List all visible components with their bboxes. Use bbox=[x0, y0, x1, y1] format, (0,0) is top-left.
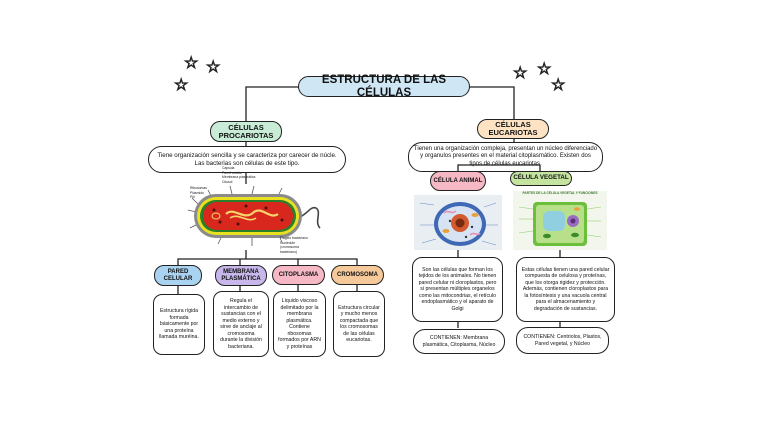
label-pared-celular: Pared celular bbox=[222, 170, 242, 175]
part-membrana-plasmatica: MEMBRANA PLASMÁTICA bbox=[215, 265, 267, 286]
label-cromosoma-2: bacteriano) bbox=[280, 249, 297, 254]
label-nucleoide: Nucleoide bbox=[280, 240, 296, 245]
bacteria-labels-left-lower: Ribosomas Plásmido Pili bbox=[190, 186, 230, 200]
bacteria-illustration bbox=[182, 178, 324, 252]
label-cromosoma-1: (cromosoma bbox=[280, 245, 299, 250]
celula-vegetal-contains: CONTIENEN: Centriolos, Plastos, Pared ve… bbox=[516, 327, 609, 354]
citoplasma-description: Líquido viscoso delimitado por la membra… bbox=[273, 291, 326, 357]
celula-vegetal-label: CÉLULA VEGETAL bbox=[510, 171, 572, 186]
label-capsula: Cápsula bbox=[222, 166, 235, 170]
celula-animal-label: CÉLULA ANIMAL bbox=[430, 171, 486, 191]
bacteria-labels-left: Cápsula Pared celular Membrana plasmátic… bbox=[222, 166, 272, 184]
celula-animal-description: Son las células que forman los tejidos d… bbox=[412, 257, 503, 322]
plant-cell-image: PARTES DE LA CÉLULA VEGETAL Y FUNCIONES bbox=[513, 191, 607, 250]
label-pili: Pili bbox=[190, 195, 195, 200]
star-icon: ☆ bbox=[173, 77, 189, 94]
page-title: ESTRUCTURA DE LAS CÉLULAS bbox=[298, 74, 470, 99]
connector-title-eucariotas bbox=[468, 86, 515, 119]
procariotas-heading: CÉLULAS PROCARIOTAS bbox=[210, 121, 282, 142]
plant-cell-image-title: PARTES DE LA CÉLULA VEGETAL Y FUNCIONES bbox=[522, 191, 598, 195]
part-cromosoma: CROMOSOMA bbox=[331, 265, 384, 285]
label-ribosomas: Ribosomas bbox=[190, 186, 207, 190]
part-pared-celular: PARED CELULAR bbox=[154, 265, 202, 286]
membrana-description: Regula el intercambio de sustancias con … bbox=[213, 291, 269, 357]
part-citoplasma: CITOPLASMA bbox=[272, 265, 325, 285]
star-icon: ☆ bbox=[512, 65, 528, 82]
label-plasmido: Plásmido bbox=[190, 190, 204, 195]
celula-animal-contains: CONTIENEN: Membrana plasmática, Citoplas… bbox=[413, 329, 505, 354]
star-icon: ☆ bbox=[183, 55, 199, 72]
eucariotas-heading: CÉLULAS EUCARIOTAS bbox=[477, 119, 549, 139]
procariotas-description: Tiene organización sencilla y se caracte… bbox=[148, 146, 346, 173]
label-citosol: Citosol bbox=[222, 179, 233, 184]
animal-cell-image bbox=[414, 195, 502, 250]
star-icon: ☆ bbox=[536, 61, 552, 78]
eucariotas-description: Tienen una organización compleja, presen… bbox=[408, 142, 603, 172]
star-icon: ☆ bbox=[205, 59, 221, 76]
label-membrana: Membrana plasmática bbox=[222, 175, 256, 180]
celula-vegetal-description: Estas células tienen una pared celular c… bbox=[516, 257, 615, 322]
star-icon: ☆ bbox=[550, 77, 566, 94]
bacteria-labels-right: Flagelo bacteriano Nucleoide (cromosoma … bbox=[280, 236, 330, 254]
connector-title-procariotas bbox=[245, 86, 300, 122]
label-flagelo: Flagelo bacteriano bbox=[280, 236, 308, 240]
cromosoma-description: Estructura circular y mucho menos compac… bbox=[333, 291, 385, 357]
pared-celular-description: Estructura rígida formada básicamente po… bbox=[153, 294, 205, 355]
